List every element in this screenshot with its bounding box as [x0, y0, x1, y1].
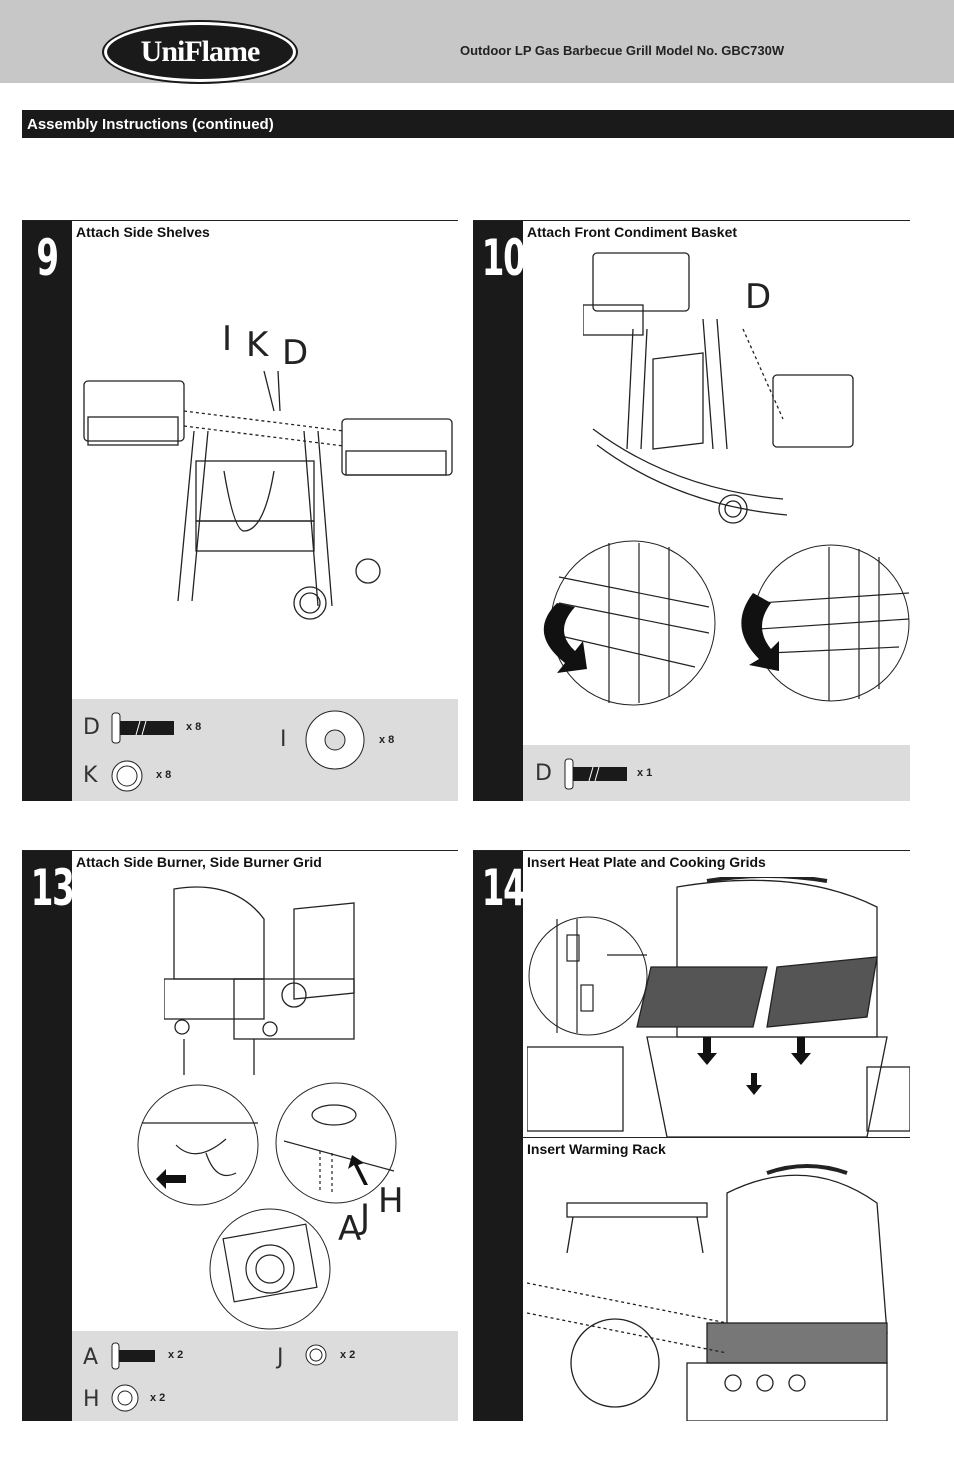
hardware-parts-box: D x 8 I x 8 K x 8 — [72, 699, 458, 801]
part-label: K — [83, 763, 98, 788]
basket-detail-right-illustration — [741, 544, 910, 702]
divider — [523, 1137, 910, 1138]
model-line: Outdoor LP Gas Barbecue Grill Model No. … — [460, 43, 785, 58]
screw-icon — [111, 1342, 155, 1370]
hardware-parts-box: A x 2 J x 2 H x 2 — [72, 1331, 458, 1421]
callout-d: D — [745, 277, 772, 317]
part-label: A — [83, 1345, 99, 1370]
callout-d: D — [282, 333, 309, 373]
basket-detail-left-illustration — [543, 540, 716, 706]
callout-i: I — [222, 319, 233, 359]
part-label: J — [277, 1345, 284, 1370]
gas-valve-detail-illustration — [137, 1084, 259, 1206]
step-title: Attach Front Condiment Basket — [527, 224, 738, 240]
nut-icon — [111, 1384, 139, 1412]
bolt-icon — [111, 712, 174, 744]
step-9-panel: 9 Attach Side Shelves I K D D x 8 — [22, 220, 458, 801]
callout-h: H — [378, 1181, 404, 1221]
callout-j: J — [360, 1197, 371, 1237]
step-number: 14 — [481, 859, 526, 917]
heat-plate-detail-illustration — [528, 916, 648, 1036]
step-13-panel: 13 Attach Side Burner, Side Burner Grid … — [22, 850, 458, 1421]
brand-name: UniFlame — [140, 35, 261, 68]
part-qty: x 8 — [186, 721, 202, 733]
hardware-parts-box: D x 1 — [523, 745, 910, 801]
washer-small-icon — [111, 760, 143, 792]
step-number-column: 13 — [22, 851, 75, 1421]
callout-a: A — [338, 1209, 362, 1249]
part-label: D — [83, 715, 100, 740]
part-qty: x 2 — [340, 1349, 356, 1361]
part-qty: x 1 — [637, 767, 653, 779]
step-title: Attach Side Burner, Side Burner Grid — [76, 854, 322, 870]
step-14-panel: 14 Insert Heat Plate and Cooking Grids I… — [473, 850, 910, 1421]
part-qty: x 8 — [156, 769, 172, 781]
part-qty: x 8 — [379, 734, 395, 746]
page-header: UniFlame Outdoor LP Gas Barbecue Grill M… — [0, 0, 954, 83]
step-number-column: 10 — [473, 221, 526, 801]
step-number: 13 — [30, 859, 75, 917]
step-number: 10 — [481, 229, 526, 287]
burner-grid-detail-illustration — [209, 1208, 331, 1330]
part-qty: x 2 — [150, 1392, 166, 1404]
part-label: H — [83, 1387, 100, 1412]
washer-large-icon — [305, 710, 365, 770]
step-title: Insert Heat Plate and Cooking Grids — [527, 854, 766, 870]
step-title: Attach Side Shelves — [76, 224, 210, 240]
warming-rack-illustration — [527, 1164, 888, 1421]
step-10-panel: 10 Attach Front Condiment Basket D — [473, 220, 910, 801]
grill-cart-basket-illustration — [583, 252, 854, 524]
section-title: Assembly Instructions (continued) — [27, 116, 274, 133]
side-burner-illustration — [164, 886, 355, 1075]
step-subtitle: Insert Warming Rack — [527, 1141, 666, 1157]
step-number-column: 9 — [22, 221, 72, 801]
burner-mount-detail-illustration — [275, 1082, 397, 1204]
lock-washer-icon — [305, 1344, 327, 1366]
part-label: I — [280, 727, 287, 752]
callout-k: K — [246, 325, 269, 365]
step-number: 9 — [36, 229, 59, 287]
step-number-column: 14 — [473, 851, 526, 1421]
cooking-grids-illustration — [527, 877, 910, 1137]
section-bar: Assembly Instructions (continued) — [22, 110, 954, 138]
uniflame-logo: UniFlame — [104, 22, 296, 82]
bolt-icon — [564, 758, 627, 790]
part-qty: x 2 — [168, 1349, 184, 1361]
grill-cart-side-shelves-illustration — [83, 371, 453, 620]
part-label: D — [535, 761, 552, 786]
